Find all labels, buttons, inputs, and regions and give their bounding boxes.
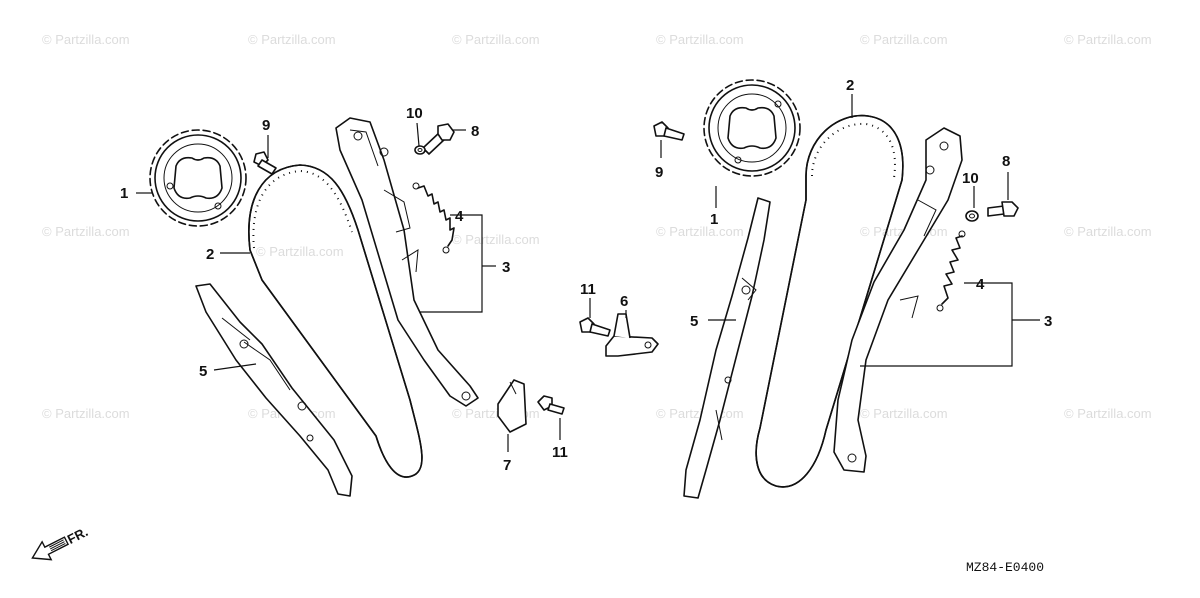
callout-7: 7 [503, 457, 511, 474]
cam-chain-left [248, 164, 423, 478]
callout-3-right: 3 [1044, 313, 1052, 330]
watermark: © Partzilla.com [42, 32, 130, 47]
callout-3-left: 3 [502, 259, 510, 276]
callout-10-left: 10 [406, 105, 423, 122]
chain-guide-right [683, 197, 771, 499]
bracket-6 [605, 313, 659, 357]
watermark: © Partzilla.com [42, 224, 130, 239]
callout-9-right: 9 [655, 164, 663, 181]
bolt-11-upper [579, 317, 611, 337]
watermark: © Partzilla.com [656, 224, 744, 239]
watermark: © Partzilla.com [1064, 32, 1152, 47]
bolt-11-lower [537, 395, 565, 415]
callout-4-right: 4 [976, 276, 985, 293]
watermark: © Partzilla.com [452, 32, 540, 47]
callout-2-right: 2 [846, 77, 854, 94]
bolt-8-right [987, 201, 1019, 217]
callout-11-lower: 11 [552, 444, 568, 461]
washer-right [965, 210, 979, 222]
callout-9-left: 9 [262, 117, 270, 134]
right-assembly: 1 2 3 4 5 8 9 10 [653, 77, 1052, 499]
leader-lines-right [660, 94, 1040, 367]
watermark: © Partzilla.com [860, 32, 948, 47]
washer-left [414, 145, 426, 155]
watermark: © Partzilla.com [42, 406, 130, 421]
tensioner-arm-right [833, 127, 963, 473]
left-assembly: 1 2 3 4 5 8 9 10 [120, 105, 510, 497]
diagram-code: MZ84-E0400 [966, 560, 1044, 575]
callout-11-upper: 11 [580, 281, 596, 298]
callout-10-right: 10 [962, 170, 979, 187]
watermark: © Partzilla.com [248, 32, 336, 47]
front-direction-arrow-icon: FR. [31, 524, 90, 561]
callout-8-left: 8 [471, 123, 479, 140]
callout-6: 6 [620, 293, 628, 310]
tensioner-spring-right [936, 230, 966, 312]
watermark: © Partzilla.com [860, 406, 948, 421]
cam-sprocket-left [149, 129, 247, 227]
bolt-left [422, 123, 455, 155]
cam-sprocket-right [703, 79, 801, 177]
watermark: © Partzilla.com [656, 32, 744, 47]
cam-chain-right [755, 114, 904, 488]
bolt-9-right [653, 121, 685, 141]
callout-1-right: 1 [710, 211, 718, 228]
watermark: © Partzilla.com [1064, 224, 1152, 239]
center-parts: 6 7 11 11 [497, 281, 659, 474]
callout-8-right: 8 [1002, 153, 1010, 170]
leader-lines-left [136, 122, 496, 371]
bolt-9-left [253, 151, 277, 175]
tensioner-arm-left [335, 117, 479, 407]
tensioner-spring-left [412, 182, 455, 254]
chain-guide-left [195, 283, 353, 497]
watermark: © Partzilla.com [256, 244, 344, 259]
callout-5-right: 5 [690, 313, 698, 330]
plate-7 [497, 379, 527, 433]
watermark: © Partzilla.com [1064, 406, 1152, 421]
watermark-layer: © Partzilla.com © Partzilla.com © Partzi… [42, 32, 1152, 421]
callout-2-left: 2 [206, 246, 214, 263]
callout-4-left: 4 [455, 208, 464, 225]
direction-label: FR. [65, 524, 90, 547]
watermark: © Partzilla.com [452, 232, 540, 247]
callout-1-left: 1 [120, 185, 128, 202]
callout-5-left: 5 [199, 363, 207, 380]
